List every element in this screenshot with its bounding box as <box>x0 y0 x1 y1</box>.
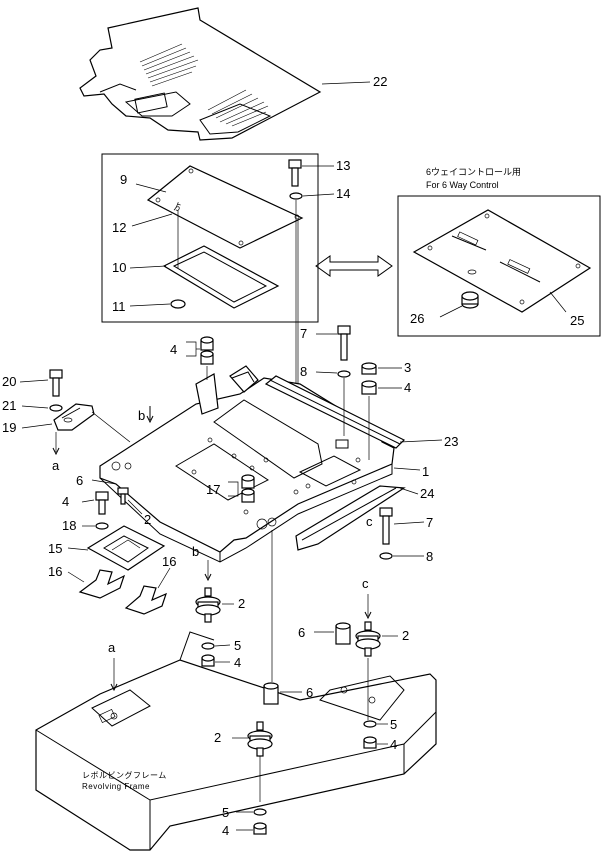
callout-4-d: 4 <box>234 655 241 670</box>
callout-4-right: 4 <box>404 380 411 395</box>
nut-4-right <box>361 380 377 395</box>
frame-en-label: Revolving Frame <box>82 782 150 791</box>
washer-8-top <box>337 370 351 378</box>
nut-pair-top <box>200 336 214 365</box>
mount-2-b <box>195 587 221 623</box>
callout-26: 26 <box>410 311 424 326</box>
mount-2-c <box>355 621 381 657</box>
callout-12: 12 <box>112 220 126 235</box>
callout-4-f: 4 <box>222 823 229 838</box>
callout-11: 11 <box>112 299 126 314</box>
ref-a-bottom: a <box>108 640 116 655</box>
cover-plate: ゟ <box>146 165 304 249</box>
nut-4-bottom <box>253 822 267 835</box>
washer-5-left <box>201 642 215 650</box>
spacer-6-right <box>335 622 351 645</box>
rail-24 <box>295 485 406 551</box>
callout-2-c: 2 <box>402 628 409 643</box>
washer-5-bottom <box>253 808 267 816</box>
bolt-20 <box>49 369 63 397</box>
callout-13: 13 <box>336 158 350 173</box>
washer-21 <box>49 404 63 412</box>
washer-18 <box>95 522 109 530</box>
spacer-6-center <box>263 682 279 705</box>
inset-en-label: For 6 Way Control <box>426 180 499 190</box>
callout-23: 23 <box>444 434 458 449</box>
callout-20: 20 <box>2 374 16 389</box>
ref-b-bottom: b <box>192 544 199 559</box>
callout-1: 1 <box>422 464 429 479</box>
callout-6-right: 6 <box>298 625 305 640</box>
callout-2-b: 2 <box>238 596 245 611</box>
stud-2-upper <box>117 487 129 505</box>
callout-22: 22 <box>373 74 387 89</box>
callout-8-top: 8 <box>300 364 307 379</box>
callout-10: 10 <box>112 260 126 275</box>
ref-c-mid: c <box>366 514 373 529</box>
callout-3: 3 <box>404 360 411 375</box>
base-plate <box>99 377 395 563</box>
nut-3 <box>361 362 377 375</box>
callout-4-e: 4 <box>390 737 397 752</box>
nut-4-left-lower <box>201 654 215 667</box>
callout-21: 21 <box>2 398 16 413</box>
frame-jp-label: レボルビングフレーム <box>82 770 167 780</box>
callout-5-b: 5 <box>390 717 397 732</box>
callout-24: 24 <box>420 486 434 501</box>
ref-c-bottom: c <box>362 576 369 591</box>
bracket-16-right <box>124 585 167 615</box>
callout-19: 19 <box>2 420 16 435</box>
bolt-7-top <box>337 325 351 361</box>
plate-15 <box>86 525 166 571</box>
nut-pair-center <box>241 474 255 503</box>
callout-8-lower: 8 <box>426 549 433 564</box>
grommet-11 <box>170 299 186 309</box>
callout-6-center: 6 <box>306 685 313 700</box>
mount-2-lower <box>247 721 273 757</box>
callout-25: 25 <box>570 313 584 328</box>
washer-14 <box>289 192 303 200</box>
callout-14: 14 <box>336 186 350 201</box>
floor-mat <box>79 7 322 141</box>
callout-15: 15 <box>48 541 62 556</box>
callout-2-left: 2 <box>144 512 151 527</box>
cover-detail-box <box>101 153 319 323</box>
callout-7-lower: 7 <box>426 515 433 530</box>
plate-bracket <box>195 365 259 415</box>
bolt-13 <box>288 159 302 187</box>
inset-box <box>397 195 601 337</box>
callout-18: 18 <box>62 518 76 533</box>
ref-a-top: a <box>52 458 60 473</box>
bracket-16-left <box>78 569 126 599</box>
callout-4-upper: 4 <box>170 342 177 357</box>
callout-2-lower: 2 <box>214 730 221 745</box>
washer-8-lower <box>379 552 393 560</box>
ref-b-top: b <box>138 408 145 423</box>
callout-9: 9 <box>120 172 127 187</box>
inset-cover-plate <box>412 209 592 313</box>
bolt-7-lower <box>379 507 393 545</box>
callout-6-left: 6 <box>76 473 83 488</box>
svg-text:ゟ: ゟ <box>173 201 182 212</box>
revolving-frame <box>35 631 437 851</box>
callout-5-a: 5 <box>234 638 241 653</box>
callout-4-center: 17 <box>206 482 220 497</box>
bolt-17 <box>95 491 109 515</box>
callout-7-top: 7 <box>300 326 307 341</box>
callout-17: 4 <box>62 494 69 509</box>
grommet-26 <box>461 291 479 309</box>
callout-5-c: 5 <box>222 805 229 820</box>
washer-5-right <box>363 720 377 728</box>
gasket-frame <box>162 245 280 309</box>
double-arrow-icon <box>315 255 393 277</box>
rail-23 <box>264 375 406 449</box>
callout-16-right: 16 <box>162 554 176 569</box>
callout-16-left: 16 <box>48 564 62 579</box>
nut-4-right-lower <box>363 736 377 749</box>
inset-jp-label: 6ウェイコントロール用 <box>426 167 521 177</box>
